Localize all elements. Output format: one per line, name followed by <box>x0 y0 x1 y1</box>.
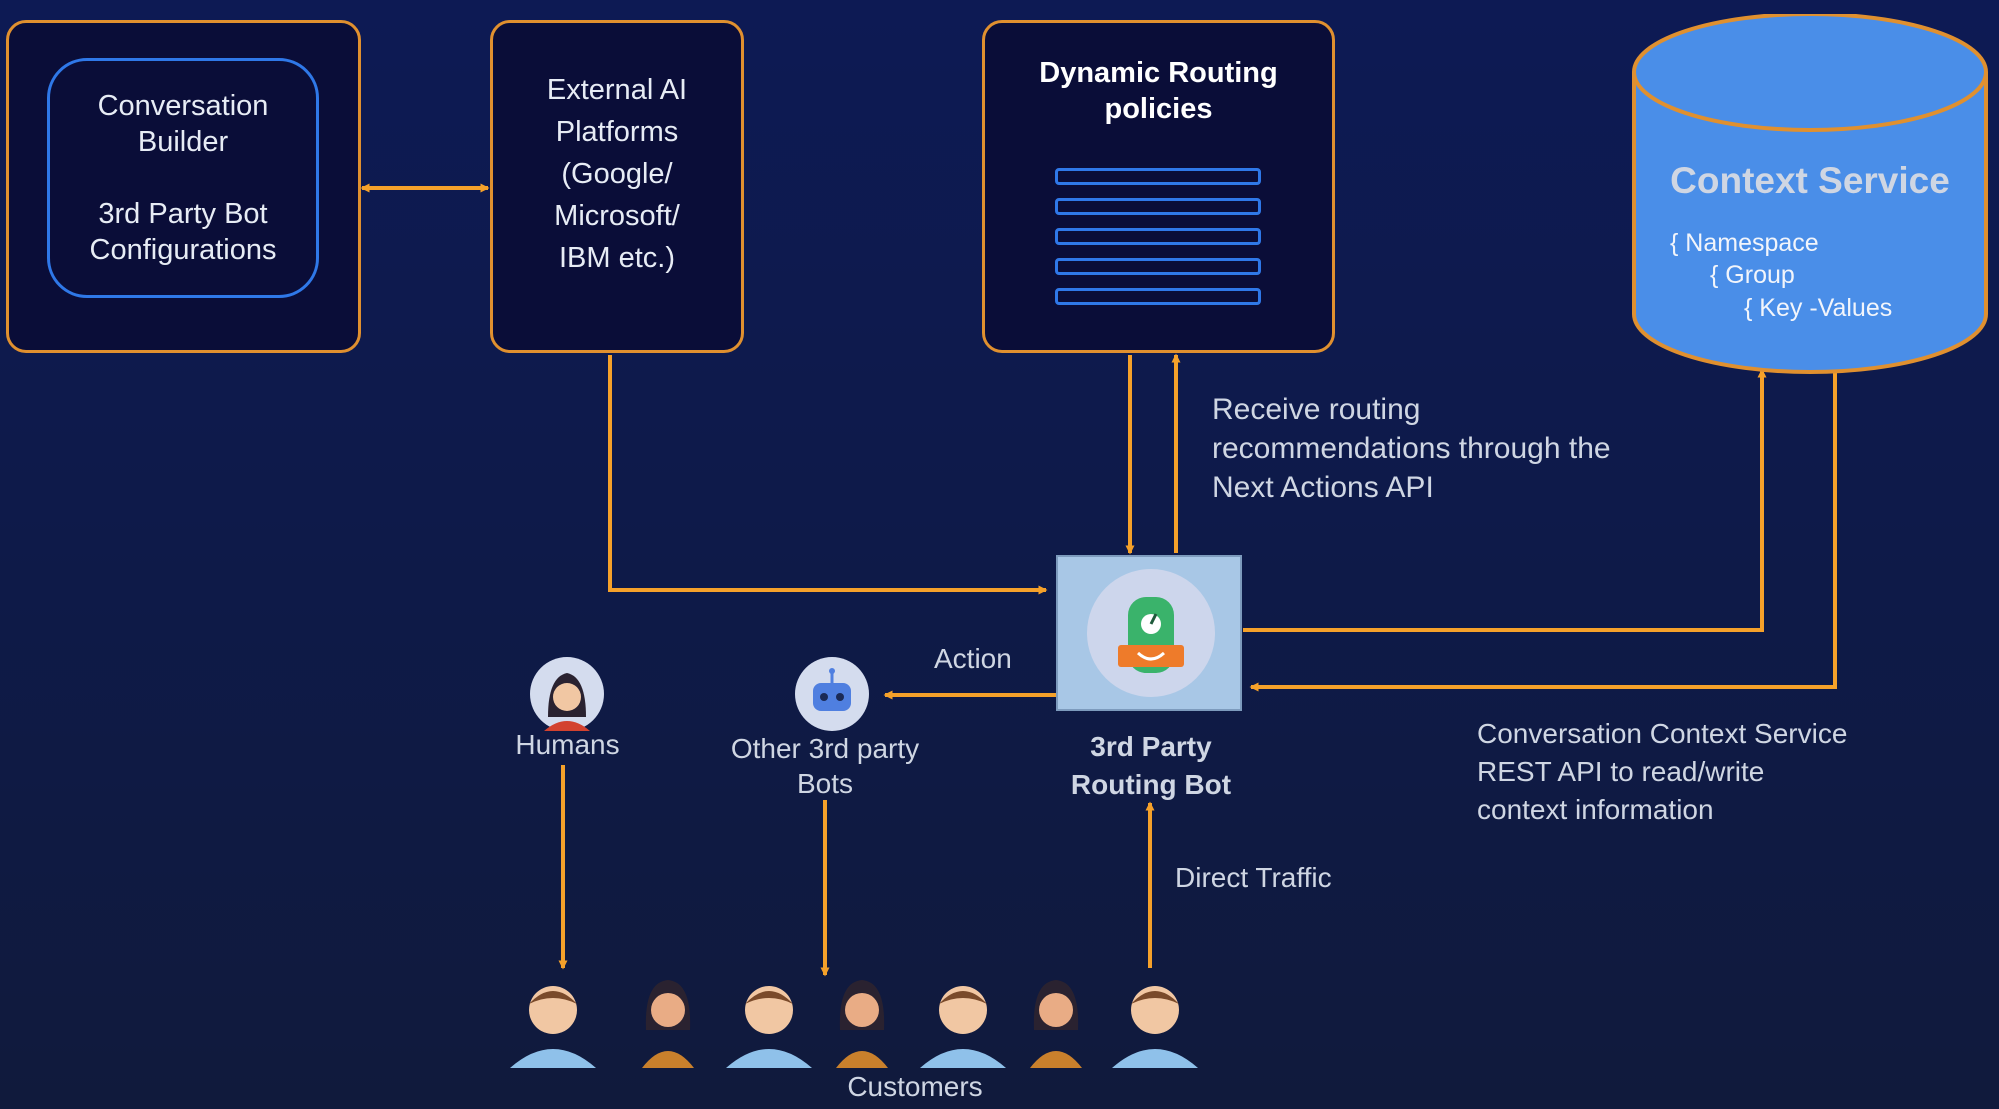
arrow-context-to-bot <box>1249 372 1837 692</box>
policy-bar <box>1055 288 1261 305</box>
customer-female-avatar <box>1030 980 1082 1068</box>
policy-bar <box>1055 228 1261 245</box>
conversation-builder-box: Conversation Builder 3rd Party Bot Confi… <box>6 20 361 353</box>
routing-policies-box: Dynamic Routing policies <box>982 20 1335 353</box>
context-key-values: { Key -Values <box>1744 294 1893 322</box>
next-actions-label: Receive routing recommendations through … <box>1212 393 1611 504</box>
customer-male-avatar <box>510 986 596 1068</box>
customer-male-avatar <box>920 986 1006 1068</box>
customer-female-avatar <box>836 980 888 1068</box>
humans-label: Humans <box>515 729 620 760</box>
other-bots-label: Other 3rd party Bots <box>730 733 920 799</box>
other-bots-avatar <box>795 657 869 731</box>
routing-bot-label: 3rd Party Routing Bot <box>1070 731 1232 800</box>
customer-female-avatar <box>642 980 694 1068</box>
direct-traffic-label: Direct Traffic <box>1175 862 1332 893</box>
context-service-cylinder <box>1632 14 1988 374</box>
conversation-builder-inner: Conversation Builder 3rd Party Bot Confi… <box>47 58 319 298</box>
human-agent-avatar <box>530 657 604 731</box>
customers-label: Customers <box>847 1071 983 1102</box>
external-ai-text: External AI Platforms (Google/ Microsoft… <box>546 74 688 274</box>
action-label: Action <box>934 643 1012 674</box>
context-service-title: Context Service <box>1670 160 1950 201</box>
routing-bot-icon <box>1087 569 1215 697</box>
arrow-bot-to-context <box>1243 368 1767 632</box>
conversation-builder-text: Conversation Builder 3rd Party Bot Confi… <box>89 90 277 266</box>
routing-policies-title: Dynamic Routing policies <box>1039 57 1278 125</box>
policy-bar <box>1055 168 1261 185</box>
customer-male-avatar <box>726 986 812 1068</box>
policy-bar <box>1055 198 1261 215</box>
context-api-label: Conversation Context Service REST API to… <box>1477 718 1848 825</box>
policy-list <box>1055 168 1261 305</box>
customer-male-avatar <box>1112 986 1198 1068</box>
context-group: { Group <box>1710 261 1795 289</box>
policy-bar <box>1055 258 1261 275</box>
arrow-external-to-bot <box>608 355 1048 595</box>
external-ai-box: External AI Platforms (Google/ Microsoft… <box>490 20 744 353</box>
routing-bot-tile <box>1056 555 1242 711</box>
context-namespace: { Namespace <box>1670 229 1819 257</box>
